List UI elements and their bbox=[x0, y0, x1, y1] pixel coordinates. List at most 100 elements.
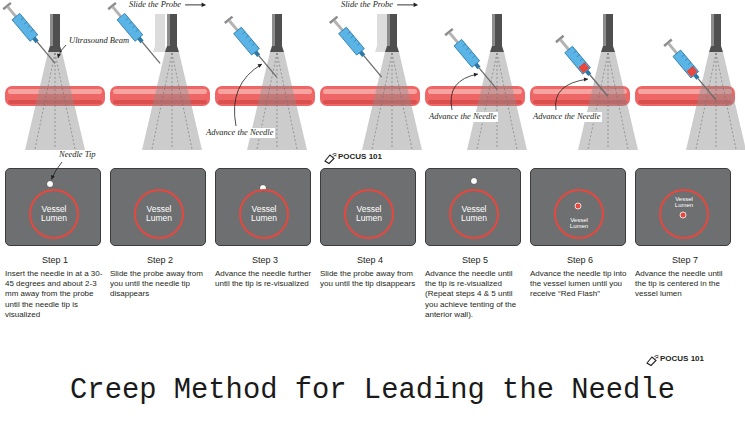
syringe bbox=[444, 28, 501, 93]
previous-probe-position bbox=[153, 14, 167, 52]
probe-highlight bbox=[711, 14, 714, 46]
needle bbox=[364, 56, 382, 77]
step-instruction: Advance the needle tip into the vessel l… bbox=[530, 269, 630, 300]
logo-text: POCUS 101 bbox=[338, 152, 382, 161]
ultrasound-beam bbox=[578, 52, 638, 150]
syringe bbox=[2, 2, 59, 67]
beam-scanline bbox=[392, 53, 412, 149]
vessel-lumen-circle: Vessel Lumen bbox=[449, 189, 499, 239]
ultrasound-beam bbox=[362, 52, 422, 150]
step-heading: Step 1 bbox=[5, 255, 105, 267]
ultrasound-probe bbox=[385, 14, 399, 52]
step-caption: Step 4Slide the probe away from you unti… bbox=[320, 255, 420, 289]
ultrasound-view-panel: Step 5Advance the needle until the tip i… bbox=[425, 168, 521, 246]
step-caption: Step 2Slide the probe away from you unti… bbox=[110, 255, 210, 300]
syringe-graduation bbox=[249, 39, 252, 41]
beam-scanline bbox=[277, 53, 297, 149]
syringe-graduation bbox=[21, 18, 24, 20]
vessel-label: Vessel Lumen bbox=[455, 205, 493, 223]
probe-highlight bbox=[167, 14, 170, 46]
syringe-graduation bbox=[129, 22, 132, 24]
advance-leader bbox=[556, 79, 588, 110]
beam-scanline bbox=[172, 53, 192, 149]
step-caption: Step 1Insert the needle in at a 30-45 de… bbox=[5, 255, 105, 321]
syringe bbox=[555, 35, 612, 100]
syringe-graduation bbox=[577, 55, 580, 57]
syringe-graduation bbox=[466, 48, 469, 50]
vessel-lumen-circle: Vessel Lumen bbox=[134, 189, 184, 239]
needle bbox=[479, 68, 497, 89]
logo-probe bbox=[647, 357, 656, 366]
annotation-label: Advance the Needle bbox=[532, 112, 602, 122]
syringe-graduation bbox=[24, 22, 27, 24]
pocus-logo-icon bbox=[325, 154, 337, 164]
syringe-plunger bbox=[448, 32, 459, 44]
vessel-label: Vessel Lumen bbox=[35, 205, 73, 223]
step-heading: Step 3 bbox=[215, 255, 315, 267]
syringe-barrel bbox=[454, 39, 480, 67]
beam-scanline bbox=[497, 53, 517, 149]
ultrasound-view-panel: Step 7Advance the needle until the tip i… bbox=[635, 168, 731, 246]
advance-leader bbox=[451, 74, 478, 110]
syringe-graduation bbox=[126, 18, 129, 20]
syringe-graduation bbox=[27, 26, 30, 28]
beam-scanline bbox=[172, 53, 173, 149]
ultrasound-probe bbox=[48, 14, 62, 52]
needle-tip-dot bbox=[46, 180, 53, 187]
needle-tip-dot bbox=[575, 203, 581, 209]
annotation-label: Needle Tip bbox=[58, 150, 97, 160]
syringe-graduation bbox=[574, 51, 577, 53]
logo-wave bbox=[334, 155, 337, 157]
syringe-graduation bbox=[469, 52, 472, 54]
beam-scanline bbox=[392, 53, 393, 149]
syringe-barrel bbox=[339, 27, 365, 55]
syringe-graduation bbox=[463, 44, 466, 46]
step-heading: Step 6 bbox=[530, 255, 630, 267]
syringe bbox=[663, 39, 720, 104]
syringe-graduation bbox=[354, 39, 357, 41]
step-illustration bbox=[2, 2, 105, 150]
needle bbox=[698, 79, 716, 100]
needle-tip-leader-head bbox=[51, 175, 55, 179]
pocus-logo-icon bbox=[647, 356, 659, 366]
ultrasound-probe bbox=[270, 14, 284, 52]
logo-text: POCUS 101 bbox=[660, 354, 704, 363]
step-caption: Step 6 Advance the needle tip into the ve… bbox=[530, 255, 630, 300]
logo-probe bbox=[325, 155, 334, 164]
needle bbox=[142, 42, 160, 63]
vessel-label: Vessel Lumen bbox=[245, 205, 283, 223]
syringe-graduation bbox=[351, 36, 354, 38]
beam-scanline bbox=[35, 53, 55, 149]
syringe-graduation bbox=[357, 43, 360, 45]
syringe-graduation bbox=[243, 32, 246, 34]
probe-highlight bbox=[603, 14, 606, 46]
vessel-label: Vessel Lumen bbox=[669, 196, 699, 209]
needle bbox=[590, 75, 608, 96]
action-label: Slide the Probe bbox=[128, 0, 182, 10]
vessel-label: Vessel Lumen bbox=[350, 205, 388, 223]
ultrasound-probe bbox=[165, 14, 179, 52]
step-illustration bbox=[107, 2, 210, 150]
previous-probe-position bbox=[375, 14, 389, 52]
probe-highlight bbox=[50, 14, 53, 46]
annotation-label: Advance the Needle bbox=[428, 112, 498, 122]
ultrasound-view-panel: Step 4Slide the probe away from you unti… bbox=[320, 168, 416, 246]
step-heading: Step 5 bbox=[425, 255, 525, 267]
needle bbox=[37, 42, 55, 63]
beam-scanline bbox=[608, 53, 609, 149]
beam-leader bbox=[58, 45, 66, 58]
beam-scanline bbox=[55, 53, 75, 149]
step-caption: Step 3Advance the needle further until t… bbox=[215, 255, 315, 289]
ultrasound-beam bbox=[142, 52, 202, 150]
advance-leader-head bbox=[584, 78, 588, 82]
step-caption: Step 5 Advance the needle until the tip i… bbox=[425, 255, 525, 321]
syringe-barrel bbox=[12, 13, 38, 41]
step-illustration bbox=[635, 14, 745, 150]
step-instruction: Slide the probe away from you until the … bbox=[110, 269, 210, 300]
beam-leader-head bbox=[57, 54, 61, 58]
syringe-graduation bbox=[583, 62, 586, 64]
syringe-graduation bbox=[252, 43, 255, 45]
step-illustration bbox=[425, 14, 527, 150]
logo-wave bbox=[655, 355, 659, 357]
step-instruction: Advance the needle until the tip is re-v… bbox=[425, 269, 525, 321]
